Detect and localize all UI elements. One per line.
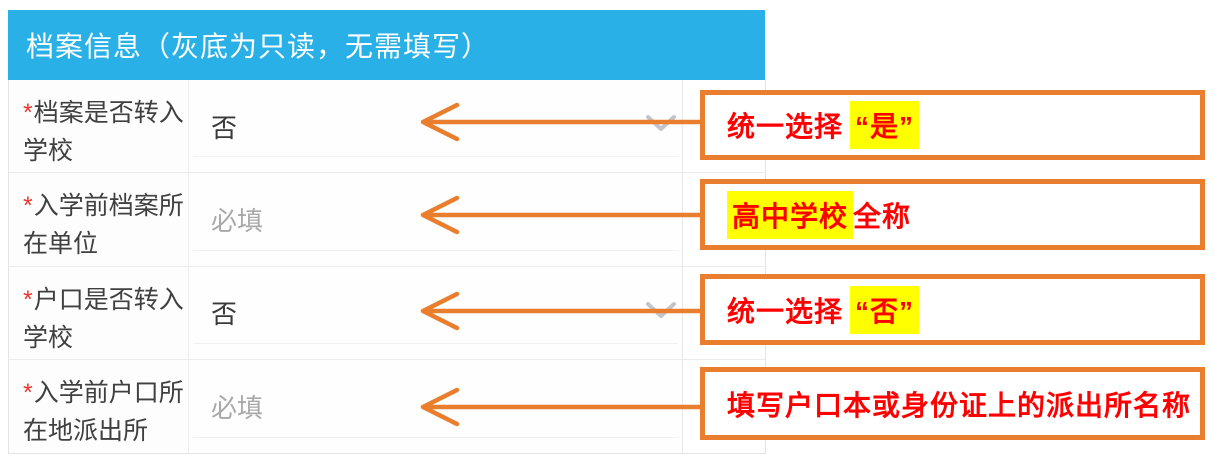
annotation-box-archive-transfer: 统一选择 “是” xyxy=(700,90,1205,160)
annotation-box-police-station: 填写户口本或身份证上的派出所名称 xyxy=(700,367,1205,440)
field-label: *户口是否转入学校 xyxy=(9,266,189,359)
archive-unit-input[interactable]: 必填 xyxy=(189,173,683,266)
annotation-highlight: 高中学校 xyxy=(727,190,854,239)
input-placeholder: 必填 xyxy=(211,205,264,236)
field-label-text: 户口是否转入学校 xyxy=(23,285,184,352)
field-label-text: 档案是否转入学校 xyxy=(23,99,184,165)
field-label: *档案是否转入学校 xyxy=(9,80,189,173)
police-station-input[interactable]: 必填 xyxy=(189,359,683,453)
annotation-highlight: “是” xyxy=(850,101,920,149)
annotation-box-hukou-transfer: 统一选择 “否” xyxy=(700,274,1205,345)
annotation-highlight: “否” xyxy=(850,285,920,334)
field-label-text: 入学前户口所在地派出所 xyxy=(23,378,184,445)
annotation-text: 统一选择 xyxy=(727,111,844,142)
field-underline xyxy=(193,437,678,438)
chevron-down-icon[interactable] xyxy=(646,114,676,132)
required-asterisk: * xyxy=(23,192,33,221)
annotation-box-archive-unit: 高中学校 全称 xyxy=(700,179,1205,250)
field-label: *入学前档案所在单位 xyxy=(9,173,189,266)
form-row-hukou-transfer: *户口是否转入学校 否 xyxy=(9,266,765,360)
field-underline xyxy=(193,342,678,344)
select-value: 否 xyxy=(211,299,238,330)
required-asterisk: * xyxy=(23,378,33,407)
form-row-archive-unit: *入学前档案所在单位 必填 xyxy=(9,173,765,267)
field-underline xyxy=(193,156,678,158)
form-row-police-station: *入学前户口所在地派出所 必填 xyxy=(9,359,765,453)
archive-transfer-select[interactable]: 否 xyxy=(189,80,683,173)
annotation-text: 填写户口本或身份证上的派出所名称 xyxy=(727,389,1192,421)
field-label-text: 入学前档案所在单位 xyxy=(23,192,184,259)
field-label: *入学前户口所在地派出所 xyxy=(9,359,189,453)
field-underline xyxy=(193,249,678,251)
annotation-text: 全称 xyxy=(853,200,912,232)
form-row-archive-transfer: *档案是否转入学校 否 xyxy=(9,80,765,174)
panel-header: 档案信息（灰底为只读，无需填写） xyxy=(8,10,765,80)
chevron-down-icon[interactable] xyxy=(646,301,676,319)
annotation-text: 统一选择 xyxy=(727,295,844,327)
select-value: 否 xyxy=(211,112,238,143)
input-placeholder: 必填 xyxy=(211,392,264,423)
archive-info-form: *档案是否转入学校 否 *入学前档案所在单位 必填 *户口是否转入学校 xyxy=(8,80,766,454)
required-asterisk: * xyxy=(23,285,33,314)
required-asterisk: * xyxy=(23,99,33,127)
panel-title: 档案信息（灰底为只读，无需填写） xyxy=(26,31,491,62)
hukou-transfer-select[interactable]: 否 xyxy=(189,266,683,359)
